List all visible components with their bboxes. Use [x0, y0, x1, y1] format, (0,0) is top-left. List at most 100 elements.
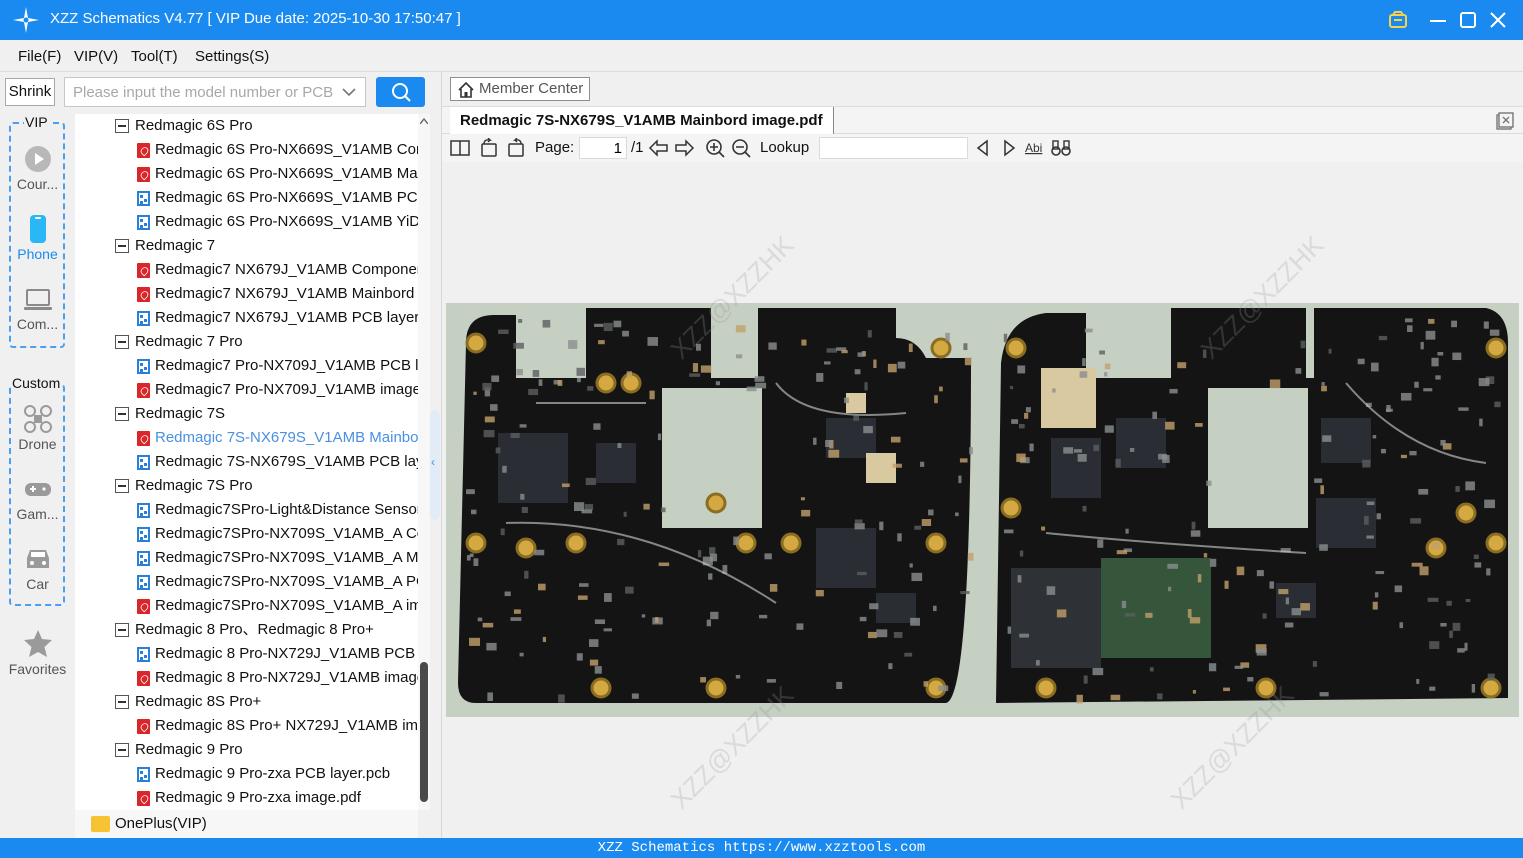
maximize-icon[interactable] [1458, 9, 1478, 31]
category-phone[interactable]: Phone [0, 214, 75, 262]
scroll-up-icon[interactable] [420, 118, 428, 124]
binoculars-icon[interactable] [1050, 138, 1072, 158]
collapse-toggle-icon[interactable] [115, 479, 129, 493]
shrink-button[interactable]: Shrink [5, 78, 55, 106]
collapse-toggle-icon[interactable] [115, 239, 129, 253]
member-center-button[interactable]: Member Center [450, 77, 590, 101]
category-computer[interactable]: Com... [0, 284, 75, 332]
tree-file-row[interactable]: Redmagic 6S Pro-NX669S_V1AMB YiDia [75, 210, 418, 234]
category-drone[interactable]: Drone [0, 404, 75, 452]
tree-file-row[interactable]: Redmagic 8S Pro+ NX729J_V1AMB ima [75, 714, 418, 738]
zoom-out-icon[interactable] [730, 138, 752, 158]
scrollbar-thumb[interactable] [420, 662, 428, 802]
category-game[interactable]: Gam... [0, 474, 75, 522]
tree-group-row[interactable]: Redmagic 6S Pro [75, 114, 418, 138]
collapse-toggle-icon[interactable] [115, 407, 129, 421]
tree-group-row[interactable]: Redmagic 7 [75, 234, 418, 258]
tree-bottom-item[interactable]: OnePlus(VIP) [75, 810, 418, 838]
gamepad-icon [24, 483, 51, 496]
collapse-toggle-icon[interactable] [115, 335, 129, 349]
tree-scrollbar[interactable] [418, 114, 430, 810]
tree-group-row[interactable]: Redmagic 7 Pro [75, 330, 418, 354]
sidebar-toggle-icon[interactable] [449, 138, 471, 158]
drone-icon [23, 405, 52, 433]
menu-settings[interactable]: Settings(S) [195, 48, 270, 65]
search-box[interactable] [64, 77, 366, 107]
match-case-icon[interactable]: Abi [1024, 138, 1046, 158]
category-favorites[interactable]: Favorites [0, 629, 75, 677]
find-previous-icon[interactable] [972, 138, 994, 158]
page-input[interactable] [579, 137, 627, 159]
search-input[interactable] [65, 78, 335, 106]
pcb-file-icon [137, 767, 150, 782]
tree-file-row[interactable]: Redmagic7 Pro-NX709J_V1AMB image. [75, 378, 418, 402]
tree-group-row[interactable]: Redmagic 9 Pro [75, 738, 418, 762]
collapse-toggle-icon[interactable] [115, 695, 129, 709]
zoom-in-icon[interactable] [704, 138, 726, 158]
menu-bar: File(F) VIP(V) Tool(T) Settings(S) [0, 40, 1523, 72]
collapse-toggle-icon[interactable] [115, 119, 129, 133]
category-computer-label: Com... [16, 316, 59, 332]
play-circle-icon [24, 146, 51, 172]
chevron-down-icon[interactable] [342, 86, 356, 98]
pdf-toolbar: Page: /1 Lookup Abi [442, 134, 1523, 162]
tree-row-label: Redmagic 6S Pro-NX669S_V1AMB Com [155, 141, 418, 158]
menu-file[interactable]: File(F) [18, 48, 62, 65]
search-button[interactable] [376, 77, 425, 107]
category-car[interactable]: Car [0, 544, 75, 592]
rotate-left-icon[interactable] [478, 138, 500, 158]
tree-file-row[interactable]: Redmagic7 NX679J_V1AMB Componen [75, 258, 418, 282]
tree-file-row[interactable]: Redmagic7SPro-NX709S_V1AMB_A ima [75, 594, 418, 618]
category-drone-label: Drone [18, 436, 57, 452]
find-next-icon[interactable] [998, 138, 1020, 158]
tree-file-row[interactable]: Redmagic 6S Pro-NX669S_V1AMB Mair [75, 162, 418, 186]
tree-file-row[interactable]: Redmagic 6S Pro-NX669S_V1AMB Com [75, 138, 418, 162]
tree-file-row[interactable]: Redmagic7 NX679J_V1AMB Mainbord i [75, 282, 418, 306]
tree-file-row[interactable]: Redmagic7SPro-NX709S_V1AMB_A MB [75, 546, 418, 570]
tree-group-row[interactable]: Redmagic 7S Pro [75, 474, 418, 498]
tree-file-row[interactable]: Redmagic 8 Pro-NX729J_V1AMB image [75, 666, 418, 690]
previous-page-icon[interactable] [648, 138, 670, 158]
vip-crown-icon[interactable] [1388, 9, 1408, 31]
rotate-right-icon[interactable] [505, 138, 527, 158]
tree-file-row[interactable]: Redmagic 6S Pro-NX669S_V1AMB PCB [75, 186, 418, 210]
tree-group-row[interactable]: Redmagic 8S Pro+ [75, 690, 418, 714]
minimize-icon[interactable] [1428, 9, 1448, 31]
pdf-canvas[interactable]: XZZ@XZZHK XZZ@XZZHK XZZ@XZZHK XZZ@XZZHK [442, 162, 1523, 838]
tree-row-label: Redmagic7SPro-NX709S_V1AMB_A ima [155, 597, 418, 614]
close-all-tabs-icon[interactable] [1496, 112, 1514, 130]
next-page-icon[interactable] [673, 138, 695, 158]
tree-file-row[interactable]: Redmagic 7S-NX679S_V1AMB PCB laye [75, 450, 418, 474]
tree-file-row[interactable]: Redmagic7SPro-NX709S_V1AMB_A PCE [75, 570, 418, 594]
tree-file-row[interactable]: Redmagic 9 Pro-zxa image.pdf [75, 786, 418, 810]
pdf-file-icon [137, 383, 150, 398]
tree-file-row[interactable]: Redmagic7 NX679J_V1AMB PCB layer.p [75, 306, 418, 330]
tree-row-label: Redmagic 9 Pro-zxa image.pdf [155, 789, 361, 806]
tree-group-row[interactable]: Redmagic 8 Pro、Redmagic 8 Pro+ [75, 618, 418, 642]
collapse-toggle-icon[interactable] [115, 743, 129, 757]
collapse-toggle-icon[interactable] [115, 623, 129, 637]
panel-collapse-handle[interactable]: ‹ [430, 410, 440, 520]
tree-file-row[interactable]: Redmagic 9 Pro-zxa PCB layer.pcb [75, 762, 418, 786]
pdf-file-icon [137, 431, 150, 446]
lookup-input[interactable] [819, 137, 968, 159]
tree-row-label: Redmagic 8 Pro、Redmagic 8 Pro+ [135, 621, 374, 638]
menu-vip[interactable]: VIP(V) [74, 48, 119, 65]
window-title: XZZ Schematics V4.77 [ VIP Due date: 202… [50, 10, 461, 27]
category-game-label: Gam... [16, 506, 59, 522]
tree-file-row[interactable]: Redmagic 8 Pro-NX729J_V1AMB PCB la [75, 642, 418, 666]
tree-row-label: Redmagic7 NX679J_V1AMB Componen [155, 261, 418, 278]
close-icon[interactable] [1488, 9, 1508, 31]
status-bar: XZZ Schematics https://www.xzztools.com [0, 838, 1523, 858]
tree-file-row[interactable]: Redmagic 7S-NX679S_V1AMB Mainbor [75, 426, 418, 450]
tree-file-row[interactable]: Redmagic7SPro-NX709S_V1AMB_A Cor [75, 522, 418, 546]
tree-file-row[interactable]: Redmagic7SPro-Light&Distance Sensor [75, 498, 418, 522]
menu-tool[interactable]: Tool(T) [131, 48, 178, 65]
category-courses[interactable]: Cour... [0, 144, 75, 192]
document-tab[interactable]: Redmagic 7S-NX679S_V1AMB Mainbord image.… [450, 107, 834, 134]
search-icon [392, 83, 411, 102]
tree-file-row[interactable]: Redmagic7 Pro-NX709J_V1AMB PCB lay [75, 354, 418, 378]
pdf-file-icon [137, 263, 150, 278]
tree-group-row[interactable]: Redmagic 7S [75, 402, 418, 426]
lookup-label: Lookup [760, 139, 810, 156]
